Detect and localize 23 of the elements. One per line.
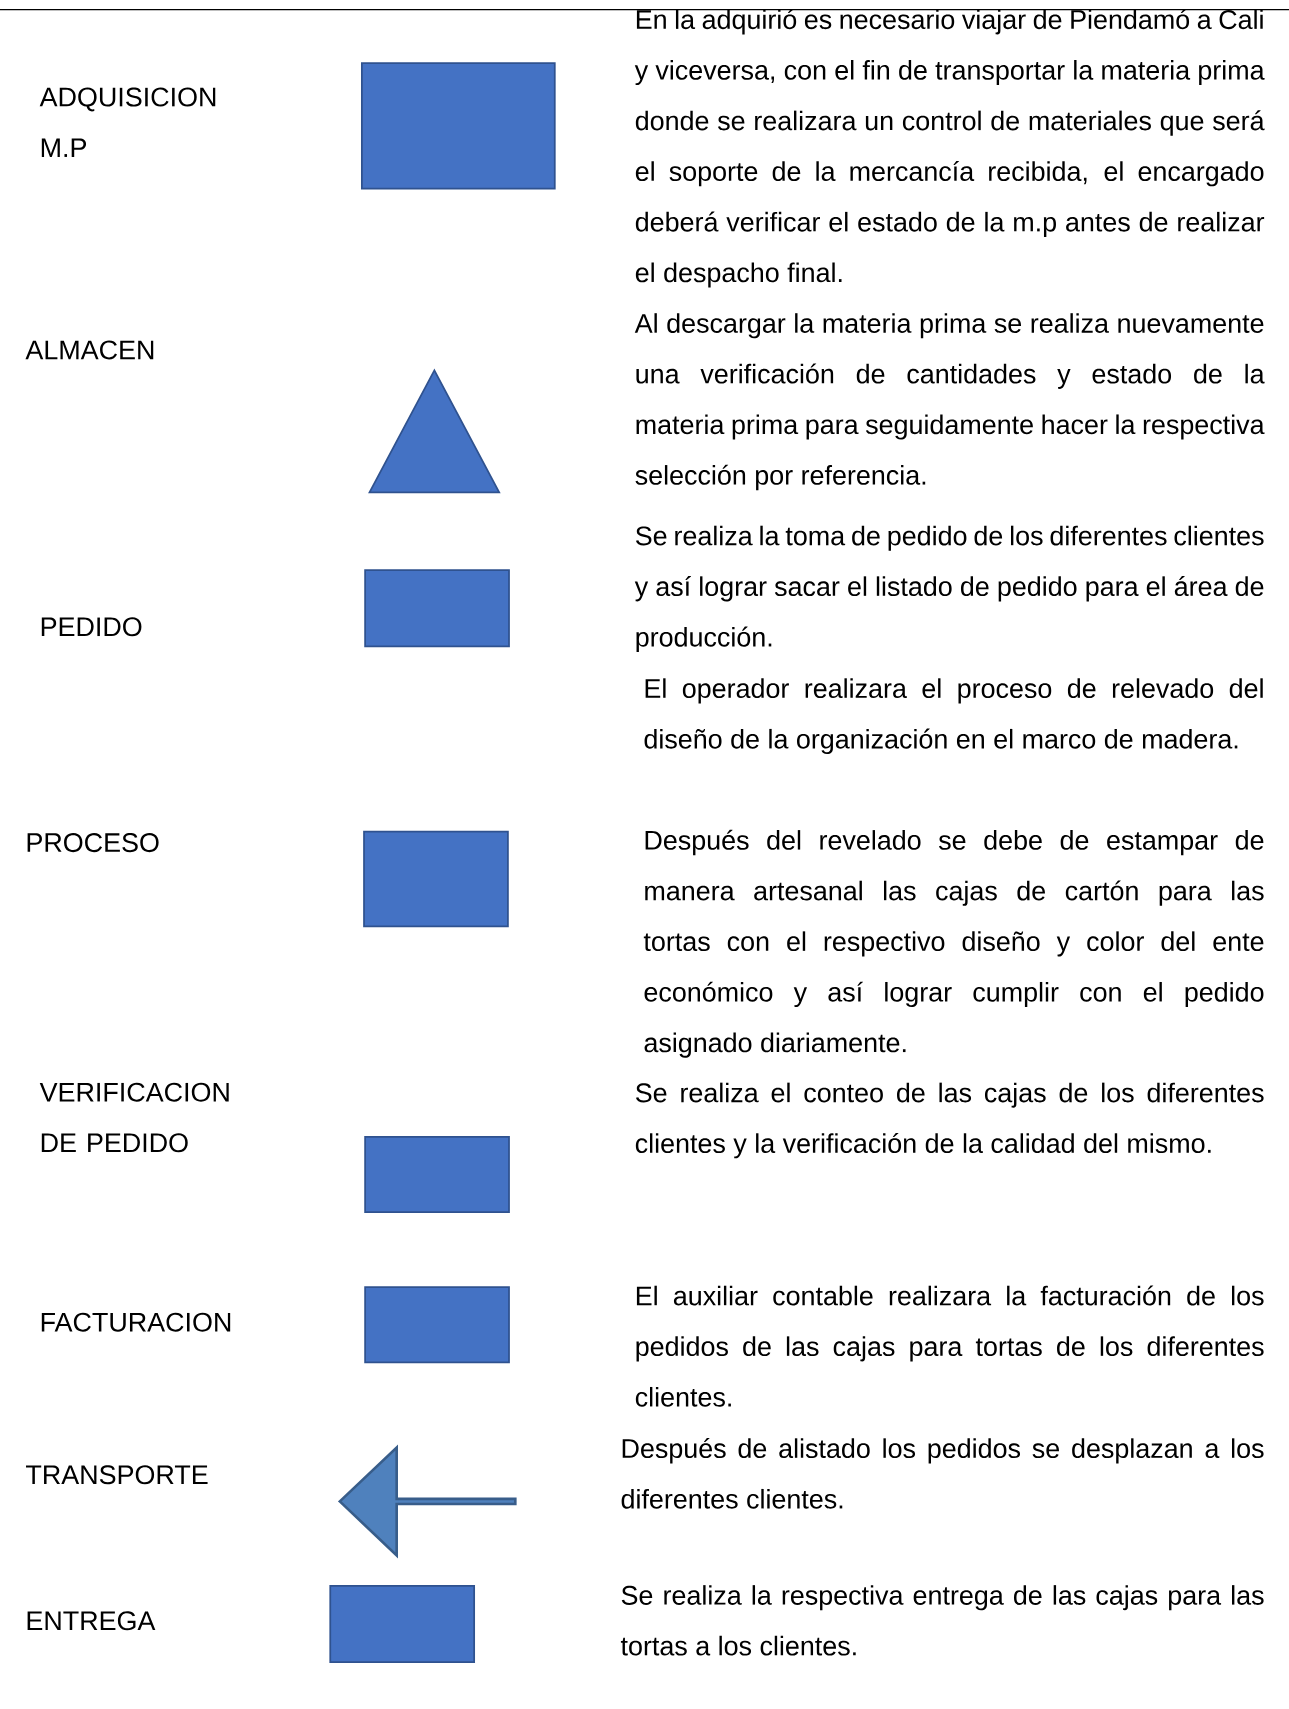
process-box [364,1135,510,1213]
description-text: En la adquirió es necesario viajar de Piendamó a Cali y viceversa, con el fin de transportar la materia prima donde se realizara un control de materiales que será el soporte de la mercancía recibida, el encargado deberá verificar el estado de la m.p antes de realizar el despacho final. [634,9,1265,288]
description-text: Se realiza el conteo de las cajas de los diferentes clientes y la verificación de la calidad del mismo. [635,1082,1264,1159]
process-box [362,830,509,928]
stage-label: FACTURACION [41,1312,230,1332]
stage-label: PROCESO [27,833,159,853]
stage-label: ADQUISICION M.P [39,87,216,157]
stage-label: VERIFICACION DE PEDIDO [39,1082,229,1153]
stage-label: PEDIDO [41,617,142,637]
description-text: Se realiza la respectiva entrega de las cajas para las tortas a los clientes. [620,1585,1264,1656]
process-box [360,62,556,190]
description-text: Después del revelado se debe de estampar de manera artesanal las cajas de cartón para las tortas con el respectivo diseño y color del ente económico y así lograr cumplir con el pedido asignado diariamente. [643,829,1264,1058]
description-text: Se realiza la toma de pedido de los diferentes clientes y así lograr sacar el listado de pedido para el área de producción. [634,525,1264,653]
stage-label: TRANSPORTE [25,1465,208,1485]
process-box [364,1286,510,1364]
description-text: El operador realizara el proceso de relevado del diseño de la organización en el marco de madera. [644,678,1263,754]
stage-label: ALMACEN [25,340,154,360]
process-box [329,1585,475,1664]
description-text: El auxiliar contable realizara la facturación de los pedidos de las cajas para tortas de los diferentes clientes. [635,1285,1264,1407]
description-text: Después de alistado los pedidos se desplazan a los diferentes clientes. [621,1438,1264,1509]
description-text: Al descargar la materia prima se realiza nuevamente una verificación de cantidades y estado de la materia prima para seguidamente hacer la respectiva selección por referencia. [634,313,1265,491]
process-box [364,569,510,648]
stage-label: ENTREGA [27,1611,156,1631]
